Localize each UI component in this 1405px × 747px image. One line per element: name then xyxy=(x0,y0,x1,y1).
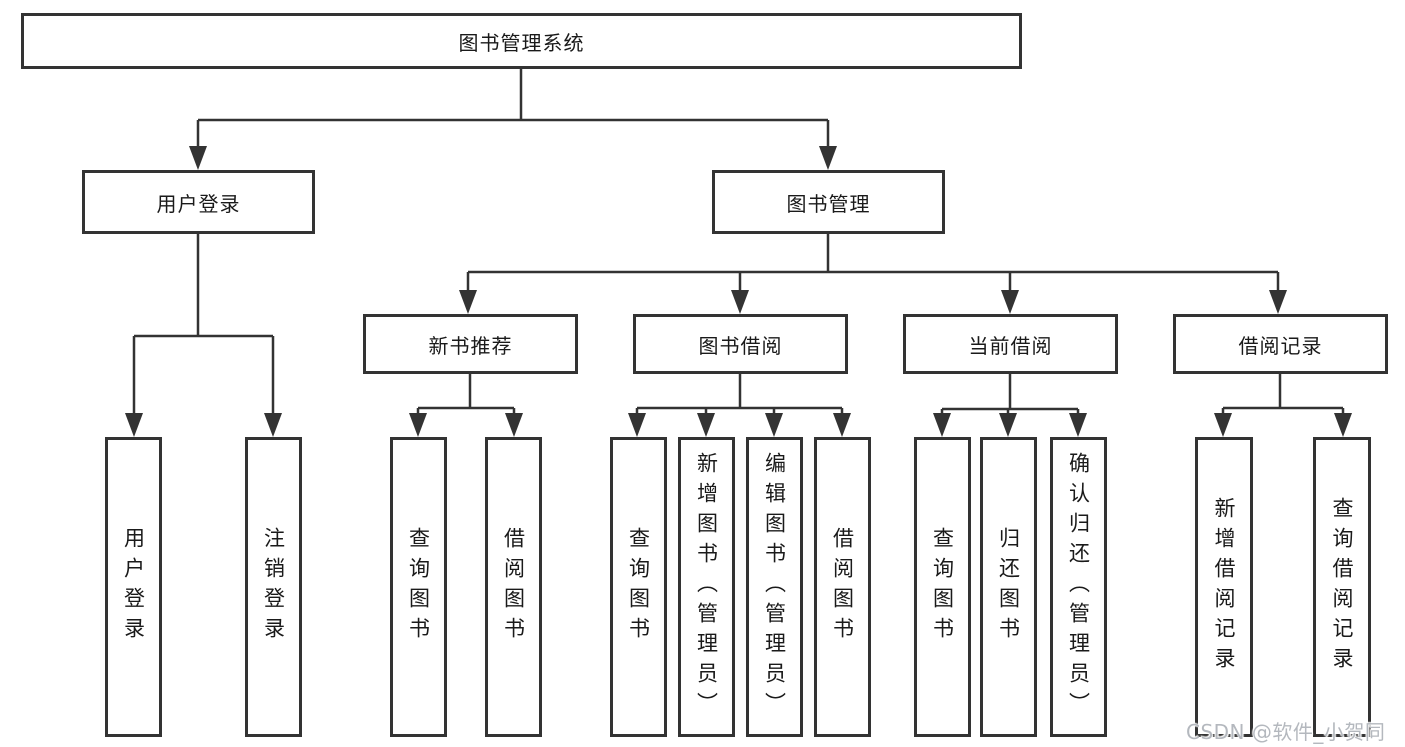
leaf-query-books-1: 查询图书 xyxy=(390,437,447,737)
node-borrowing-records: 借阅记录 xyxy=(1173,314,1388,374)
connector-user-login-children xyxy=(132,234,275,417)
node-book-borrowing: 图书借阅 xyxy=(633,314,848,374)
node-label: 确认归还（管理员） xyxy=(1066,452,1091,722)
node-library-system: 图书管理系统 xyxy=(21,13,1022,69)
arrow-down-icon xyxy=(765,413,783,437)
leaf-return-book: 归还图书 xyxy=(980,437,1037,737)
arrow-down-icon xyxy=(1334,413,1352,437)
arrow-down-icon xyxy=(264,413,282,437)
node-label: 查询图书 xyxy=(626,527,651,647)
node-label: 注销登录 xyxy=(261,527,286,647)
node-label: 图书管理系统 xyxy=(458,30,585,55)
node-label: 用户登录 xyxy=(121,527,146,647)
node-label: 编辑图书（管理员） xyxy=(762,452,787,722)
arrow-down-icon xyxy=(409,413,427,437)
leaf-query-books-3: 查询图书 xyxy=(914,437,971,737)
leaf-logout: 注销登录 xyxy=(245,437,302,737)
connector-root-to-level2 xyxy=(196,69,830,150)
arrow-down-icon xyxy=(833,413,851,437)
leaf-user-login: 用户登录 xyxy=(105,437,162,737)
node-new-book-recommendation: 新书推荐 xyxy=(363,314,578,374)
arrow-down-icon xyxy=(505,413,523,437)
node-label: 图书管理 xyxy=(786,191,871,216)
arrow-down-icon xyxy=(697,413,715,437)
arrowheads xyxy=(125,146,1352,437)
node-label: 借阅图书 xyxy=(830,527,855,647)
node-label: 借阅记录 xyxy=(1238,333,1323,358)
arrow-down-icon xyxy=(999,413,1017,437)
node-label: 新书推荐 xyxy=(428,333,513,358)
connector-new-book-children xyxy=(416,374,516,417)
node-label: 新增借阅记录 xyxy=(1212,497,1236,677)
node-label: 用户登录 xyxy=(156,191,241,216)
connector-current-borrow-children xyxy=(940,374,1080,417)
arrow-down-icon xyxy=(1214,413,1232,437)
node-label: 借阅图书 xyxy=(501,527,526,647)
leaf-edit-book-admin: 编辑图书（管理员） xyxy=(746,437,803,737)
arrow-down-icon xyxy=(933,413,951,437)
arrow-down-icon xyxy=(628,413,646,437)
node-label: 归还图书 xyxy=(996,527,1021,647)
node-label: 查询借阅记录 xyxy=(1330,497,1354,677)
node-user-login: 用户登录 xyxy=(82,170,315,234)
node-label: 查询图书 xyxy=(930,527,955,647)
connector-book-mgmt-children xyxy=(466,234,1280,294)
arrow-down-icon xyxy=(459,290,477,314)
node-label: 当前借阅 xyxy=(968,333,1053,358)
arrow-down-icon xyxy=(1001,290,1019,314)
arrow-down-icon xyxy=(1069,413,1087,437)
leaf-borrow-books-2: 借阅图书 xyxy=(814,437,871,737)
arrow-down-icon xyxy=(731,290,749,314)
arrow-down-icon xyxy=(125,413,143,437)
node-current-borrowing: 当前借阅 xyxy=(903,314,1118,374)
leaf-confirm-return-admin: 确认归还（管理员） xyxy=(1050,437,1107,737)
node-label: 新增图书（管理员） xyxy=(694,452,719,722)
connector-book-borrow-children xyxy=(635,374,844,417)
arrow-down-icon xyxy=(819,146,837,170)
leaf-query-borrow-record: 查询借阅记录 xyxy=(1313,437,1371,737)
node-book-management: 图书管理 xyxy=(712,170,945,234)
arrow-down-icon xyxy=(189,146,207,170)
arrow-down-icon xyxy=(1269,290,1287,314)
node-label: 查询图书 xyxy=(406,527,431,647)
connector-borrow-records-children xyxy=(1221,374,1345,417)
leaf-query-books-2: 查询图书 xyxy=(610,437,667,737)
watermark: CSDN @软件_小贺同学 xyxy=(1186,720,1386,744)
node-label: 图书借阅 xyxy=(698,333,783,358)
leaf-borrow-books-1: 借阅图书 xyxy=(485,437,542,737)
leaf-add-book-admin: 新增图书（管理员） xyxy=(678,437,735,737)
leaf-add-borrow-record: 新增借阅记录 xyxy=(1195,437,1253,737)
